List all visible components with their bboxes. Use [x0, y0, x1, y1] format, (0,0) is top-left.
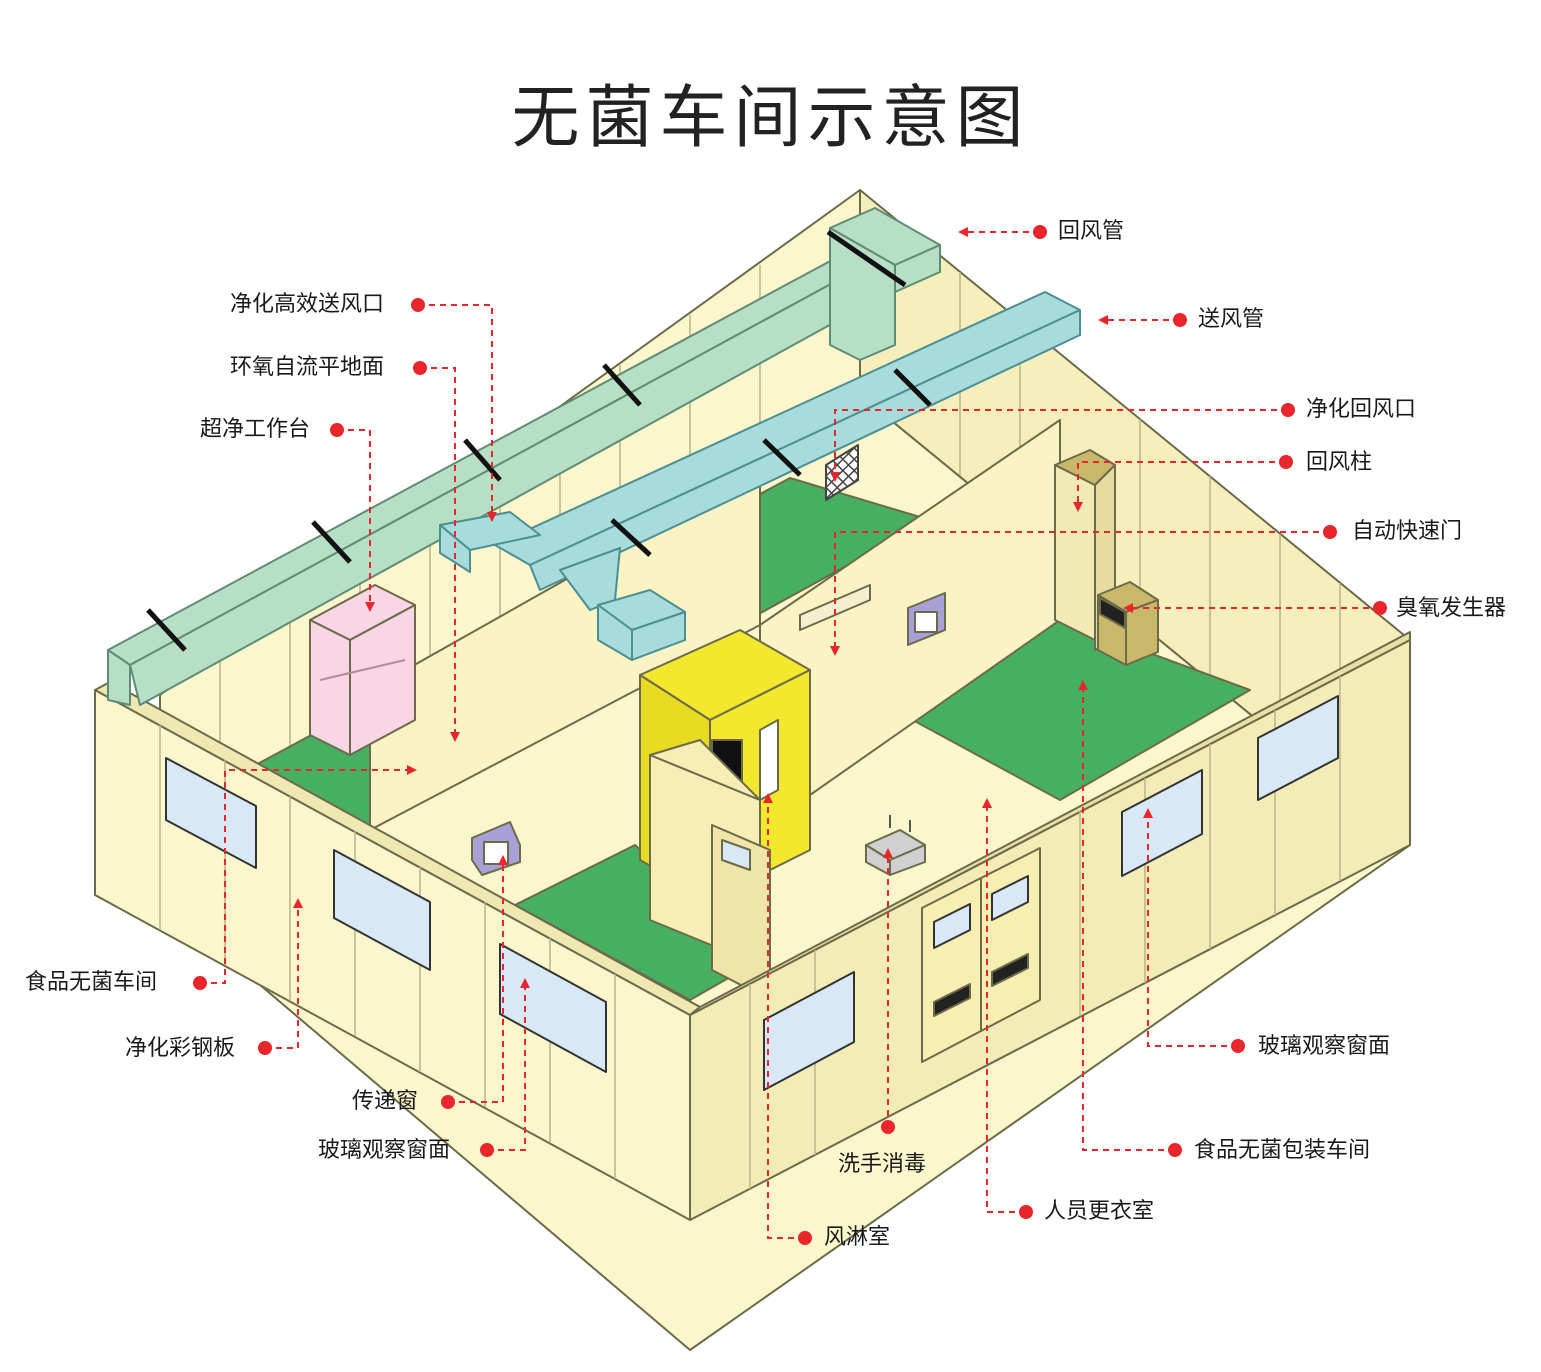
label-air-shower: 风淋室 — [824, 1225, 891, 1250]
label-steel-panel: 净化彩钢板 — [125, 1036, 236, 1061]
callout-locker — [982, 798, 1026, 1213]
clean-bench — [309, 584, 416, 756]
window-6 — [1257, 695, 1339, 801]
window-3 — [499, 943, 607, 1073]
callout-clean-bench — [337, 429, 375, 612]
label-return-duct: 回风管 — [1058, 219, 1125, 244]
callout-glass-left — [487, 978, 530, 1151]
callout-dots — [193, 225, 1387, 1245]
callout-pass-box — [448, 855, 508, 1103]
callout-epoxy-floor — [420, 367, 460, 742]
window-1 — [165, 757, 257, 869]
pass-box-back — [907, 592, 946, 646]
supply-duct — [439, 291, 1081, 661]
label-glass-window-left: 玻璃观察窗面 — [318, 1138, 451, 1163]
label-supply-duct: 送风管 — [1198, 307, 1265, 332]
front-right-wall-top — [689, 631, 1411, 1016]
callout-packaging — [1078, 680, 1175, 1151]
window-5 — [1121, 769, 1203, 877]
fast-door — [799, 584, 871, 631]
label-ozone-generator: 臭氧发生器 — [1396, 596, 1507, 621]
label-hand-wash: 洗手消毒 — [838, 1152, 927, 1177]
label-locker-room: 人员更衣室 — [1044, 1199, 1155, 1224]
callout-food-workshop — [200, 765, 417, 984]
label-return-column: 回风柱 — [1306, 450, 1373, 475]
return-vent — [825, 444, 859, 501]
room-structure — [94, 189, 1411, 1351]
hand-wash-sink — [865, 815, 926, 876]
label-packaging-workshop: 食品无菌包装车间 — [1194, 1138, 1371, 1163]
label-glass-window-right: 玻璃观察窗面 — [1258, 1034, 1391, 1059]
callout-glass-right — [1143, 808, 1238, 1047]
window-2 — [333, 849, 431, 971]
callout-return-column — [1073, 461, 1286, 512]
label-hepa-outlet: 净化高效送风口 — [230, 292, 385, 317]
label-return-vent: 净化回风口 — [1306, 397, 1417, 422]
callout-fast-door — [830, 531, 1330, 656]
window-4 — [763, 971, 855, 1091]
label-pass-box: 传递窗 — [352, 1089, 419, 1114]
callout-return-vent — [830, 409, 1288, 482]
callout-air-shower — [763, 793, 805, 1239]
callout-steel-panel — [265, 898, 303, 1049]
label-epoxy-floor: 环氧自流平地面 — [230, 355, 385, 380]
label-clean-bench: 超净工作台 — [200, 417, 311, 442]
pass-box-front — [471, 821, 521, 876]
partition-right-side — [1054, 464, 1096, 641]
callouts — [200, 227, 1380, 1239]
diagram-title: 无菌车间示意图 — [511, 79, 1030, 158]
label-food-workshop: 食品无菌车间 — [25, 970, 158, 995]
double-door — [921, 847, 1041, 1063]
ozone-generator-body — [1097, 581, 1159, 666]
label-fast-door: 自动快速门 — [1352, 519, 1463, 544]
callout-hepa-outlet — [418, 304, 497, 522]
